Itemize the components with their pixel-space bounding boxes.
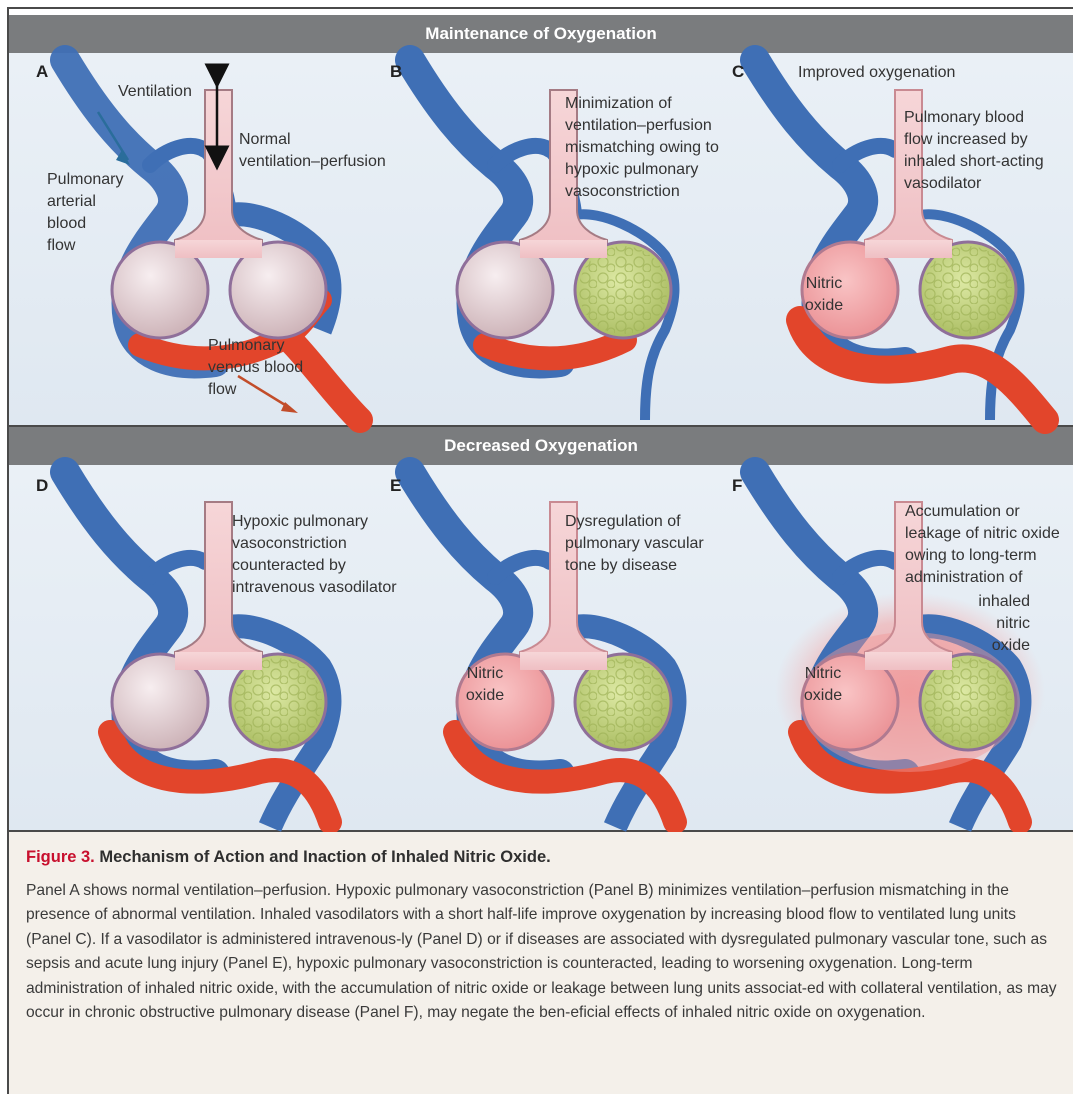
panel-e-text-2: pulmonary vascular [565, 535, 704, 552]
arterial-label-3: blood [47, 215, 86, 232]
improved-oxygenation-label: Improved oxygenation [798, 64, 955, 81]
panel-e-no-1: Nitric [467, 665, 503, 682]
panel-c-text-2: flow increased by [904, 131, 1028, 148]
panel-b-diagram [410, 60, 674, 420]
figure-caption-title: Figure 3. Mechanism of Action and Inacti… [26, 848, 1056, 867]
figure-caption-text: Panel A shows normal ventilation–perfusi… [26, 879, 1058, 1025]
venous-flow-arrow [238, 376, 290, 408]
panel-d-text-2: vasoconstriction [232, 535, 347, 552]
panel-c-text-3: inhaled short-acting [904, 153, 1044, 170]
panel-d-text-4: intravenous vasodilator [232, 579, 397, 596]
panel-f-text-6: nitric [996, 615, 1030, 632]
arterial-label-4: flow [47, 237, 76, 254]
panel-f-text-1: Accumulation or [905, 503, 1020, 520]
arterial-label-1: Pulmonary [47, 171, 123, 188]
panel-e-letter: E [390, 476, 401, 495]
panel-c-text-4: vasodilator [904, 175, 982, 192]
panel-d-text-1: Hypoxic pulmonary [232, 513, 368, 530]
panel-e-no-2: oxide [466, 687, 504, 704]
panel-d-text-3: counteracted by [232, 557, 346, 574]
panel-f-letter: F [732, 476, 742, 495]
panel-f-text-3: owing to long-term [905, 547, 1037, 564]
panel-f-text-7: oxide [992, 637, 1030, 654]
normal-label-1: Normal [239, 131, 291, 148]
panel-f-text-2: leakage of nitric oxide [905, 525, 1060, 542]
venous-label-3: flow [208, 381, 237, 398]
panel-e-text-3: tone by disease [565, 557, 677, 574]
panel-a-letter: A [36, 62, 48, 81]
panel-b-text-2: ventilation–perfusion [565, 117, 712, 134]
panel-f-no-2: oxide [804, 687, 842, 704]
panel-e-text-1: Dysregulation of [565, 513, 681, 530]
arterial-label-2: arterial [47, 193, 96, 210]
venous-label-2: venous blood [208, 359, 303, 376]
panel-b-text-1: Minimization of [565, 95, 672, 112]
panel-f-no-1: Nitric [805, 665, 841, 682]
panel-c-letter: C [732, 62, 744, 81]
venous-label-1: Pulmonary [208, 337, 284, 354]
panel-f-text-5: inhaled [978, 593, 1030, 610]
panel-b-text-5: vasoconstriction [565, 183, 680, 200]
panel-b-text-4: hypoxic pulmonary [565, 161, 698, 178]
figure-label: Figure 3. [26, 848, 95, 866]
panel-c-no-1: Nitric [806, 275, 842, 292]
panel-c-no-2: oxide [805, 297, 843, 314]
normal-label-2: ventilation–perfusion [239, 153, 386, 170]
panel-d-letter: D [36, 476, 48, 495]
panel-f-text-4: administration of [905, 569, 1023, 586]
panel-b-text-3: mismatching owing to [565, 139, 719, 156]
diagram-panels: A B C D E F Ventilation Normal ventilati… [0, 0, 1073, 832]
panel-b-letter: B [390, 62, 402, 81]
ventilation-label: Ventilation [118, 83, 192, 100]
panel-c-text-1: Pulmonary blood [904, 109, 1024, 126]
figure-title: Mechanism of Action and Inaction of Inha… [99, 848, 550, 866]
